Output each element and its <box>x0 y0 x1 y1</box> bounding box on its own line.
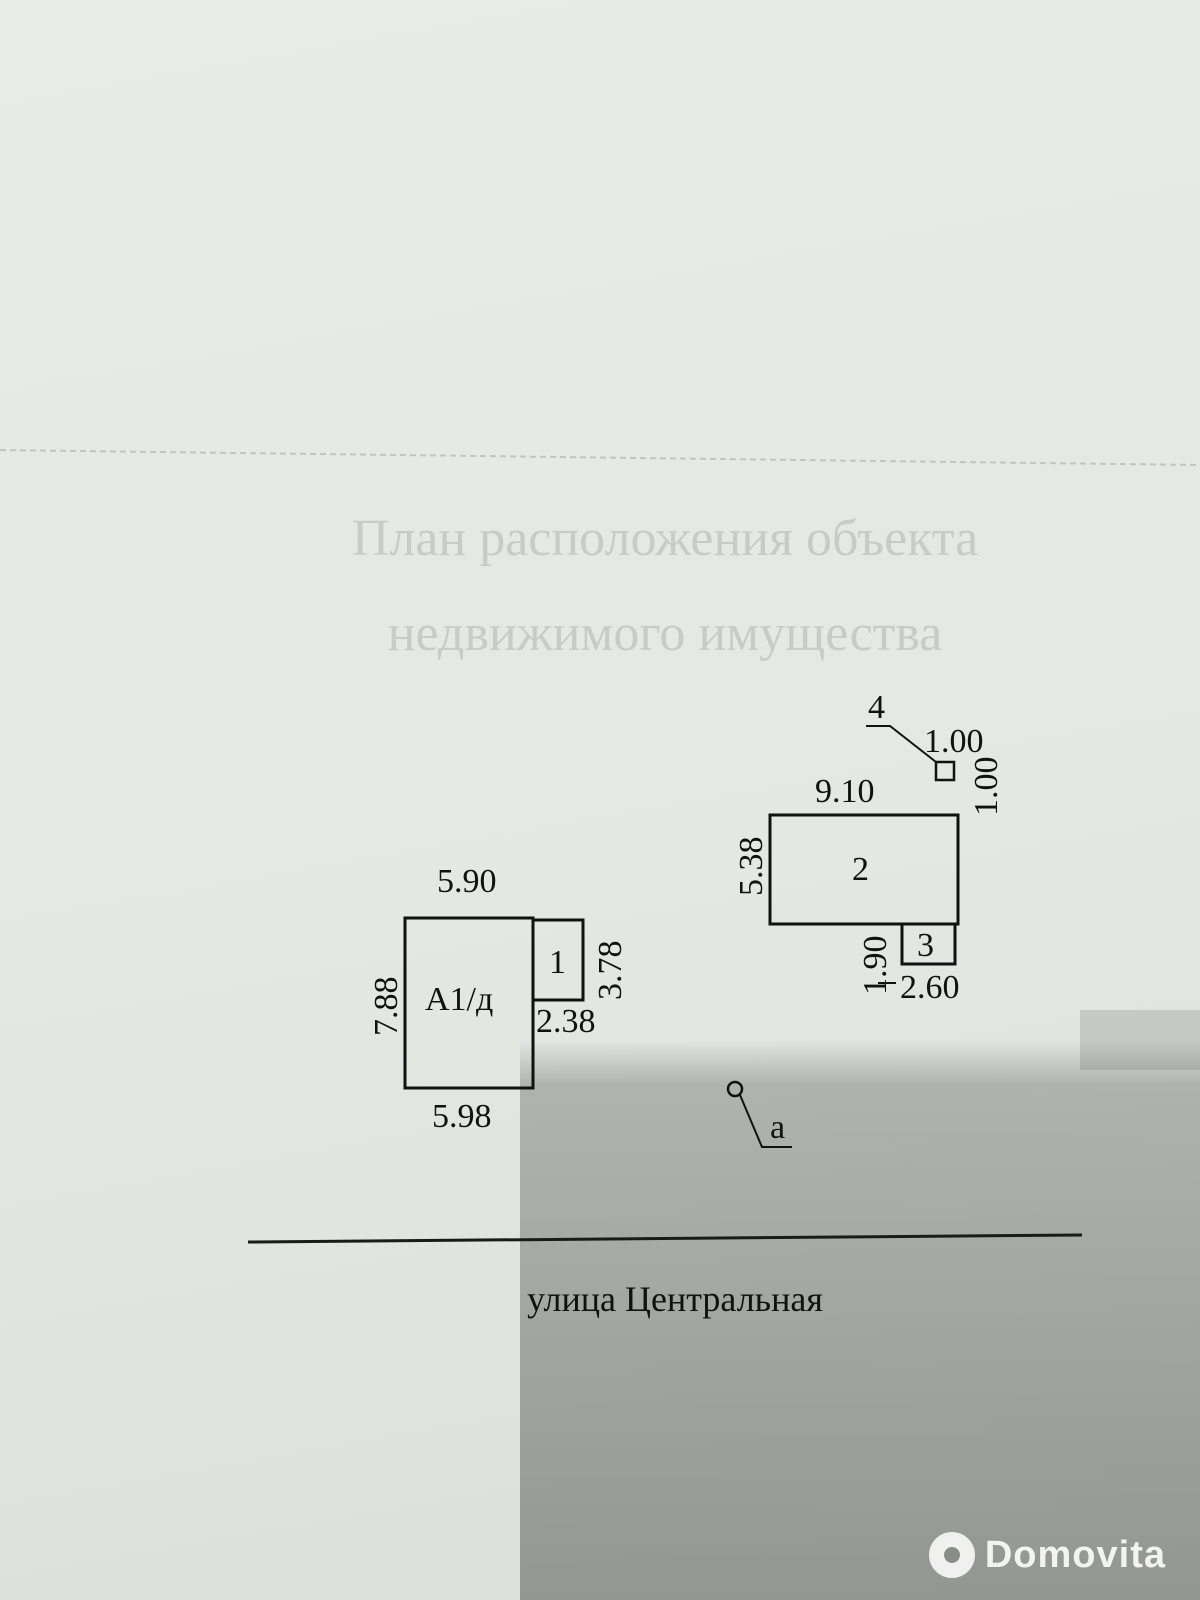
fold-line <box>0 449 1200 466</box>
ghost-title-line2: недвижимого имущества <box>388 605 943 662</box>
marker-circle <box>726 1080 744 1098</box>
b3-label: 3 <box>917 927 934 964</box>
b4-height-dim: 1.00 <box>968 757 1005 817</box>
b2-top-dim: 9.10 <box>815 773 875 810</box>
a1d-bottom-dim: 5.98 <box>432 1098 492 1135</box>
b2-label: 2 <box>852 851 869 888</box>
b4-width-dim: 1.00 <box>924 723 984 760</box>
building-1 <box>531 918 585 1002</box>
a1d-top-dim: 5.90 <box>437 863 497 900</box>
marker-leader-line <box>739 1094 792 1148</box>
b1-right-dim: 3.78 <box>592 941 629 1001</box>
building-2 <box>768 813 960 926</box>
b4-leader-line <box>866 725 937 763</box>
ghost-title-line1: План расположения объекта <box>352 510 978 567</box>
b3-left-dim: 1.90 <box>857 936 894 996</box>
marker-label: а <box>770 1109 785 1146</box>
building-a1d <box>403 916 535 1090</box>
domovita-logo-icon <box>928 1532 975 1578</box>
watermark: Domovita <box>928 1532 1166 1578</box>
building-3 <box>900 922 957 966</box>
b3-bottom-dim: 2.60 <box>900 969 960 1006</box>
street-line <box>247 1233 1083 1244</box>
b1-bottom-dim: 2.38 <box>536 1003 596 1040</box>
watermark-text: Domovita <box>984 1533 1166 1576</box>
b4-label: 4 <box>868 689 885 726</box>
street-name: улица Центральная <box>527 1279 823 1319</box>
a1d-label: А1/д <box>425 981 493 1018</box>
b2-left-dim: 5.38 <box>733 837 770 897</box>
b1-label: 1 <box>549 944 566 981</box>
a1d-left-dim: 7.88 <box>368 977 405 1037</box>
building-4 <box>934 760 956 782</box>
